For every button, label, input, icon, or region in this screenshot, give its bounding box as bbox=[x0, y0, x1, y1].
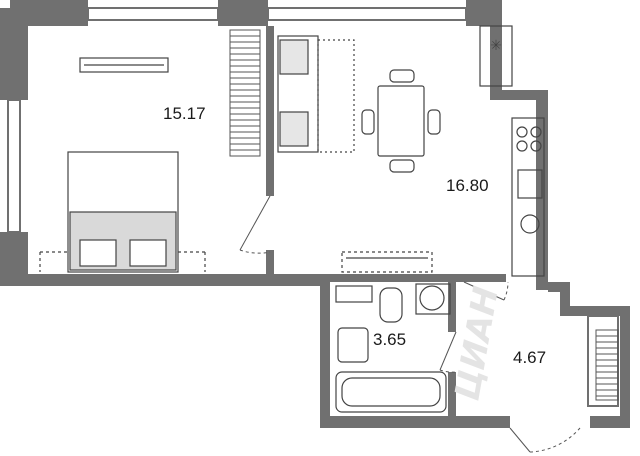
radiator-hatching bbox=[229, 29, 619, 401]
washbasin-icon bbox=[337, 327, 369, 363]
area-label-bathroom: 3.65 bbox=[373, 330, 406, 349]
fridge-icon bbox=[479, 25, 513, 87]
area-label-bedroom: 15.17 bbox=[163, 104, 206, 123]
bed-icon bbox=[67, 151, 179, 273]
bathroom-fixtures bbox=[335, 283, 451, 413]
area-label-living-kitchen: 16.80 bbox=[446, 176, 489, 195]
area-label-hall: 4.67 bbox=[513, 348, 546, 367]
living-furniture: ✳ bbox=[277, 25, 545, 277]
svg-text:✳: ✳ bbox=[490, 38, 502, 54]
dining-table-icon bbox=[377, 85, 425, 157]
shelf-icon bbox=[79, 57, 169, 73]
washing-machine-icon bbox=[419, 285, 445, 311]
radiator-lines bbox=[230, 35, 618, 397]
tv-stand-icon bbox=[341, 251, 433, 273]
bedroom-furniture bbox=[39, 57, 206, 273]
toilet-icon bbox=[379, 287, 403, 323]
bathtub-icon bbox=[335, 371, 447, 413]
inner-walls bbox=[266, 26, 506, 420]
kitchen-counter-icon bbox=[511, 117, 545, 277]
washer-icon bbox=[520, 214, 540, 234]
outer-walls bbox=[0, 0, 630, 428]
door-swings bbox=[239, 195, 581, 453]
sink-icon bbox=[517, 169, 543, 199]
watermark-text: ЦИАН bbox=[447, 284, 506, 404]
